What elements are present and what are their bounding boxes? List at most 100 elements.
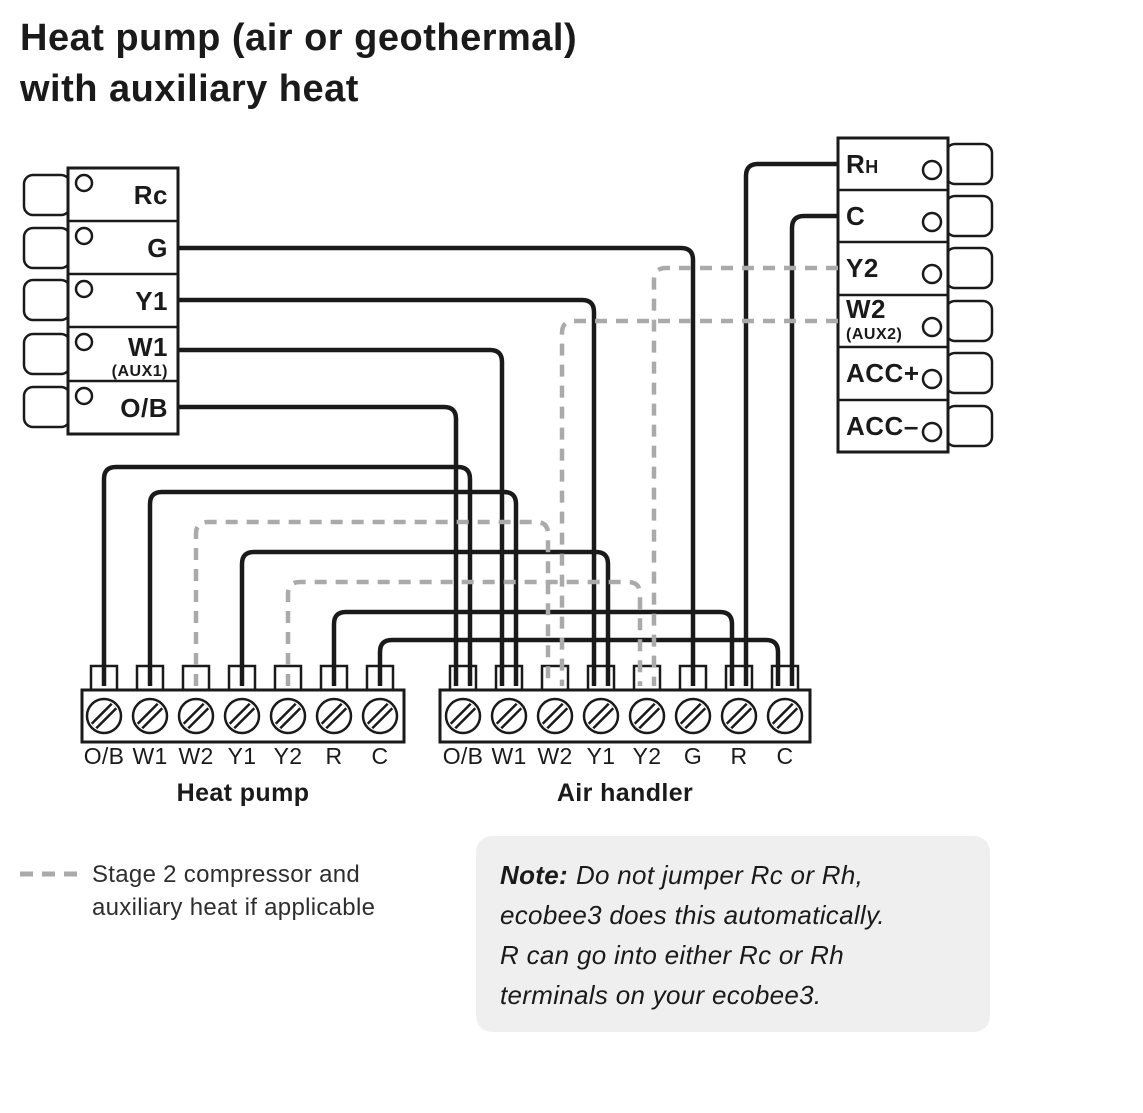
strip-label: C: [372, 743, 389, 769]
strip-label: Y2: [274, 743, 303, 769]
wire-y2-to-air-handler-dashed: [651, 265, 838, 686]
note-line-3: R can go into either Rc or Rh: [500, 940, 844, 970]
wires-solid: [101, 161, 838, 686]
screw-terminal: [87, 699, 121, 733]
screw-terminal: [584, 699, 618, 733]
thermostat-right-block: Rh C Y2 W2 (AUX2) ACC+ ACC–: [836, 136, 950, 454]
strip-label: C: [777, 743, 794, 769]
note-line-4: terminals on your ecobee3.: [500, 980, 821, 1010]
terminal-label-y1: Y1: [135, 286, 168, 316]
heat-pump-strip: O/B W1 W2 Y1 Y2 R C Heat pump: [80, 688, 406, 807]
connector-tab: [22, 278, 72, 322]
terminal-label-g: G: [147, 233, 168, 263]
connector-tab: [944, 404, 994, 448]
terminal-hole: [74, 173, 94, 193]
screw-terminal: [225, 699, 259, 733]
terminal-label-rc: Rc: [134, 180, 168, 210]
connector-tab: [22, 226, 72, 270]
connector-tab: [22, 173, 72, 217]
heat-pump-caption: Heat pump: [177, 779, 310, 807]
note-prefix: Note:: [500, 860, 568, 890]
wire-heatpump-w2-to-air-handler-dashed: [193, 519, 551, 686]
connector-tab: [944, 246, 994, 290]
wire-c-to-air-handler: [789, 213, 838, 686]
terminal-sublabel-aux1: (AUX1): [112, 363, 168, 380]
air-handler-strip: O/B W1 W2 Y1 Y2 G R C Air handler: [438, 688, 812, 807]
strip-label: W1: [491, 743, 526, 769]
note-line-2: ecobee3 does this automatically.: [500, 900, 885, 930]
wire-heatpump-r-to-air-handler: [331, 609, 735, 686]
terminal-label-rh: Rh: [846, 149, 879, 179]
note-line-1-text: Do not jumper Rc or Rh,: [576, 860, 863, 890]
strip-label: O/B: [84, 743, 125, 769]
strip-label: R: [326, 743, 343, 769]
wire-w1-to-air-handler: [178, 347, 505, 686]
connector-tab: [944, 351, 994, 395]
strip-label: Y1: [228, 743, 257, 769]
note-box: Note: Do not jumper Rc or Rh, ecobee3 doe…: [476, 836, 990, 1032]
note-line-1: Note: Do not jumper Rc or Rh,: [500, 860, 863, 890]
connector-tab: [22, 385, 72, 429]
terminal-label-acc-minus: ACC–: [846, 411, 919, 441]
wire-heatpump-ob-to-air-handler: [101, 464, 473, 686]
wire-y1-to-air-handler: [178, 297, 597, 686]
strip-label: Y1: [587, 743, 616, 769]
strip-label: O/B: [443, 743, 484, 769]
strip-label: W1: [132, 743, 167, 769]
terminal-label-acc-plus: ACC+: [846, 358, 920, 388]
terminal-hole: [921, 263, 943, 285]
screw-terminal: [538, 699, 572, 733]
legend-text-line-2: auxiliary heat if applicable: [92, 894, 375, 921]
terminal-label-c: C: [846, 201, 865, 231]
screw-terminal: [676, 699, 710, 733]
terminal-sublabel-aux2: (AUX2): [846, 326, 902, 343]
terminal-hole: [921, 316, 943, 338]
strip-label: W2: [178, 743, 213, 769]
terminal-hole: [921, 159, 943, 181]
thermostat-left-block: Rc G Y1 W1 (AUX1) O/B: [66, 166, 180, 436]
wire-heatpump-y2-to-air-handler-dashed: [285, 579, 643, 686]
terminal-label-w2: W2: [846, 294, 886, 324]
terminal-hole: [74, 279, 94, 299]
wires-dashed-stage2: [193, 265, 838, 686]
terminal-label-w1: W1: [128, 332, 168, 362]
wire-w2-to-air-handler-dashed: [559, 318, 838, 686]
screw-terminal: [271, 699, 305, 733]
screw-terminal: [317, 699, 351, 733]
connector-tab: [944, 194, 994, 238]
connector-tab: [944, 299, 994, 343]
title-line-2: with auxiliary heat: [19, 68, 359, 110]
thermostat-right-tabs: [944, 142, 994, 448]
air-handler-caption: Air handler: [557, 779, 693, 807]
wire-rh-to-air-handler: [743, 161, 838, 686]
terminal-hole: [74, 386, 94, 406]
title-line-1: Heat pump (air or geothermal): [20, 17, 577, 59]
wire-heatpump-w1-to-air-handler: [147, 489, 519, 686]
screw-terminal: [630, 699, 664, 733]
legend: Stage 2 compressor and auxiliary heat if…: [20, 861, 375, 921]
note-background: [476, 836, 990, 1032]
screw-terminal: [133, 699, 167, 733]
screw-terminal: [492, 699, 526, 733]
screw-terminal: [363, 699, 397, 733]
screw-terminal: [446, 699, 480, 733]
terminal-hole: [74, 226, 94, 246]
wire-ob-to-air-handler: [178, 404, 459, 686]
thermostat-left-tabs: [22, 173, 72, 429]
terminal-label-y2: Y2: [846, 253, 879, 283]
wire-g-to-air-handler: [178, 245, 696, 686]
connector-tab: [22, 332, 72, 376]
terminal-hole: [921, 421, 943, 443]
strip-label: W2: [537, 743, 572, 769]
terminal-hole: [74, 332, 94, 352]
legend-text-line-1: Stage 2 compressor and: [92, 861, 360, 888]
terminal-hole: [921, 368, 943, 390]
screw-terminal: [722, 699, 756, 733]
terminal-hole: [921, 211, 943, 233]
screw-terminal: [768, 699, 802, 733]
wire-heatpump-y1-to-air-handler: [239, 549, 611, 686]
page-title: Heat pump (air or geothermal) with auxil…: [19, 17, 577, 110]
strip-label: R: [731, 743, 748, 769]
